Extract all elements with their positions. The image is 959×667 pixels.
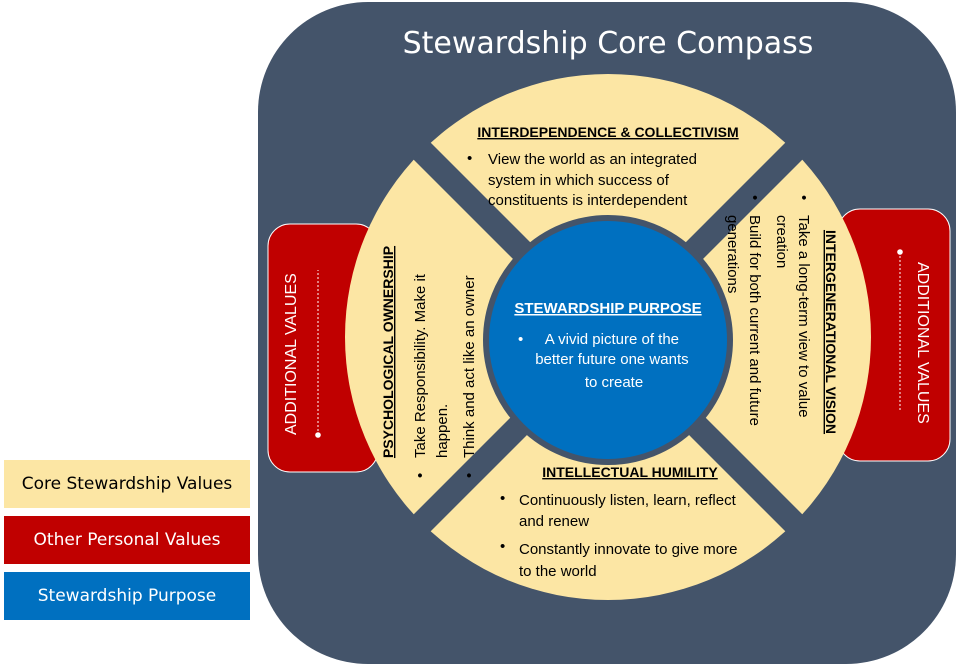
svg-text:•: •	[500, 490, 505, 507]
purpose-circle	[483, 215, 733, 465]
top-section-bullet: • View the world as an integrated system…	[467, 150, 701, 209]
svg-text:View the world as an integrate: View the world as an integrated system i…	[488, 151, 701, 209]
additional-values-right: ADDITIONAL VALUES	[897, 249, 931, 424]
top-section-title: INTERDEPENDENCE & COLLECTIVISM	[477, 124, 738, 140]
svg-text:•: •	[746, 195, 763, 200]
additional-values-left: ADDITIONAL VALUES	[283, 270, 321, 438]
legend-purpose: Stewardship Purpose	[4, 572, 250, 620]
svg-text:Constantly innovate to give mo: Constantly innovate to give more to the …	[519, 541, 742, 580]
right-section: INTERGENERATIONAL VISION	[823, 230, 839, 434]
svg-text:•: •	[500, 538, 505, 555]
right-section-bullets: • Take a long-term view to value creatio…	[724, 195, 812, 430]
svg-text:A vivid picture of the b: A vivid picture of the better future one…	[535, 331, 693, 391]
legend-other-values: Other Personal Values	[4, 516, 250, 564]
bottom-section-title: INTELLECTUAL HUMILITY	[542, 464, 718, 480]
svg-text:Continuously listen, learn, re: Continuously listen, learn, reflect and …	[519, 492, 740, 530]
svg-text:•: •	[461, 473, 478, 478]
svg-text:Take a long-term view to value: Take a long-term view to value creation	[773, 215, 812, 422]
additional-values-right-label: ADDITIONAL VALUES	[914, 262, 931, 424]
purpose-title: STEWARDSHIP PURPOSE	[514, 300, 701, 317]
legend-other-values-label: Other Personal Values	[33, 530, 221, 550]
left-section: PSYCHOLOGICAL OWNERSHIP	[380, 246, 396, 458]
svg-text:•: •	[412, 473, 429, 478]
bottom-section-bullets: • Continuously listen, learn, reflect an…	[500, 490, 742, 580]
svg-text:Build for both current and fut: Build for both current and future genera…	[724, 215, 763, 430]
additional-values-left-label: ADDITIONAL VALUES	[283, 273, 300, 435]
legend-core-values: Core Stewardship Values	[4, 460, 250, 508]
purpose-bullet: • A vivid picture of the better future o…	[518, 331, 693, 391]
left-section-title: PSYCHOLOGICAL OWNERSHIP	[380, 246, 396, 458]
svg-text:•: •	[467, 150, 472, 167]
svg-text:•: •	[518, 331, 523, 348]
page-title: Stewardship Core Compass	[403, 26, 814, 61]
svg-text:•: •	[795, 195, 812, 200]
legend-core-values-label: Core Stewardship Values	[21, 474, 233, 494]
right-section-title: INTERGENERATIONAL VISION	[823, 230, 839, 434]
legend-purpose-label: Stewardship Purpose	[37, 586, 217, 606]
svg-text:Think and act like an owner: Think and act like an owner	[461, 275, 478, 458]
svg-text:Take Responsibility. Make it: Take Responsibility. Make it happen.	[412, 270, 451, 458]
left-section-bullets: • Take Responsibility. Make it happen. •…	[412, 270, 478, 478]
